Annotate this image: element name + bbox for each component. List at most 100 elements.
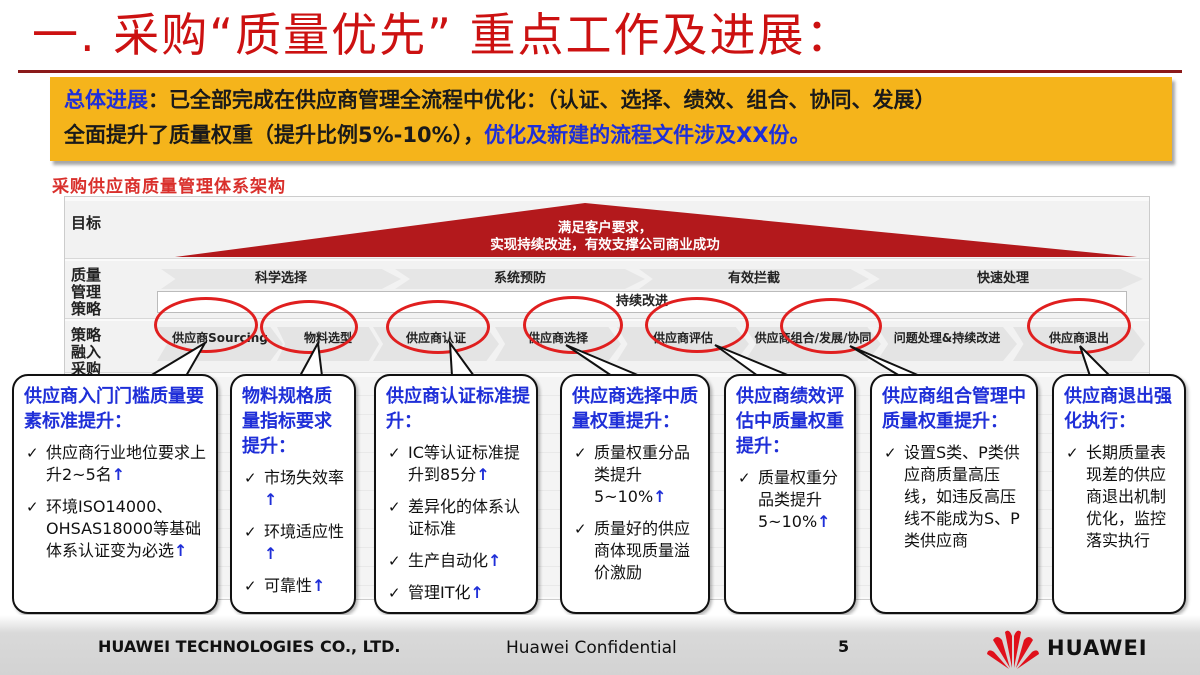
callout-certification: 供应商认证标准提升： ✓IC等认证标准提升到85分↑ ✓差异化的体系认证标准 ✓…	[374, 374, 538, 614]
highlight-ellipse-portfolio	[780, 298, 882, 354]
arrow-up-icon: ↑	[476, 465, 490, 484]
callout-heading: 供应商退出强化执行：	[1064, 386, 1172, 432]
callout-item: ✓ 设置S类、P类供应商质量高压线，如违反高压线不能成为S、P类供应商	[882, 442, 1030, 552]
check-icon: ✓	[26, 498, 39, 516]
process-row-label: 策略融入采购	[71, 326, 102, 378]
callout-evaluation: 供应商绩效评估中质量权重提升： ✓ 质量权重分品类提升5~10%↑	[724, 374, 856, 614]
check-icon: ✓	[26, 444, 39, 462]
process-issue-handling: 问题处理&持续改进	[877, 327, 1017, 361]
callout-item-text: 质量好的供应商体现质量溢价激励	[594, 519, 691, 582]
check-icon: ✓	[244, 469, 257, 487]
callout-item-text: 环境适应性	[264, 522, 345, 541]
progress-line2-text: 全面提升了质量权重（提升比例5%-10%），	[64, 123, 485, 147]
callout-item-text: 管理IT化	[408, 583, 471, 602]
footer-company: HUAWEI TECHNOLOGIES CO., LTD.	[98, 637, 401, 656]
page-number: 5	[838, 637, 850, 656]
page-title: 一. 采购“质量优先” 重点工作及进展：	[32, 8, 854, 62]
goal-text-line-2: 实现持续改进，有效支撑公司商业成功	[490, 237, 720, 253]
arrow-up-icon: ↑	[264, 544, 278, 563]
callout-item-text: 环境ISO14000、OHSAS18000等基础体系认证变为必选	[46, 497, 202, 560]
arrow-up-icon: ↑	[817, 512, 831, 531]
callout-item-text: IC等认证标准提升到85分	[408, 443, 520, 484]
highlight-ellipse-certification	[386, 300, 490, 354]
check-icon: ✓	[388, 584, 401, 602]
goal-row: 目标 满足客户要求， 实现持续改进，有效支撑公司商业成功	[65, 201, 1149, 259]
strategy-science-select: 科学选择	[161, 269, 401, 289]
strategy-fast-handle: 快速处理	[863, 269, 1143, 289]
goal-triangle	[175, 203, 1137, 257]
callout-item-text: 质量权重分品类提升5~10%	[758, 468, 839, 531]
goal-text-line-1: 满足客户要求，	[557, 220, 653, 236]
arrow-up-icon: ↑	[488, 551, 502, 570]
progress-line-1: 总体进展：已全部完成在供应商管理全流程中优化：（认证、选择、绩效、组合、协同、发…	[64, 83, 1172, 118]
highlight-ellipse-evaluation	[645, 297, 749, 353]
highlight-ellipse-sourcing	[154, 297, 258, 353]
progress-label: 总体进展	[64, 88, 148, 112]
arrow-up-icon: ↑	[470, 583, 484, 602]
check-icon: ✓	[388, 552, 401, 570]
callout-item: ✓ 供应商行业地位要求上升2~5名↑	[24, 442, 210, 486]
callout-heading: 供应商选择中质量权重提升：	[572, 386, 698, 432]
check-icon: ✓	[738, 469, 751, 487]
check-icon: ✓	[884, 444, 897, 462]
check-icon: ✓	[244, 523, 257, 541]
callout-item-text: 质量权重分品类提升5~10%	[594, 443, 691, 506]
callout-item: ✓ 长期质量表现差的供应商退出机制优化，监控落实执行	[1064, 442, 1178, 552]
arrow-up-icon: ↑	[653, 487, 667, 506]
callout-item: ✓ 生产自动化↑	[386, 550, 530, 572]
arrow-up-icon: ↑	[174, 541, 188, 560]
callout-item-text: 供应商行业地位要求上升2~5名	[46, 443, 207, 484]
callout-item: ✓ 环境适应性 ↑	[242, 521, 348, 565]
progress-line2-highlight: 优化及新建的流程文件涉及XX份。	[484, 123, 811, 147]
callout-material-spec: 物料规格质量指标要求提升： ✓市场失效率↑ ✓环境适应性↑ ✓可靠性↑	[230, 374, 356, 614]
callout-heading: 供应商认证标准提升：	[386, 386, 530, 432]
arrow-up-icon: ↑	[111, 465, 126, 484]
highlight-ellipse-exit	[1027, 298, 1131, 354]
goal-row-label: 目标	[71, 214, 102, 232]
footer-confidential: Huawei Confidential	[506, 638, 677, 658]
brand-name: HUAWEI	[1047, 636, 1148, 660]
strategy-effective-intercept: 有效拦截	[639, 269, 869, 289]
check-icon: ✓	[388, 444, 401, 462]
callout-item-text: 市场失效率	[264, 468, 345, 487]
callout-entry-threshold: 供应商入门门槛质量要素标准提升： ✓供应商行业地位要求上升2~5名↑ ✓环境IS…	[12, 374, 218, 614]
highlight-ellipse-selection	[523, 296, 623, 354]
callout-item: ✓ 差异化的体系认证标准	[386, 496, 530, 540]
callout-item: ✓ 质量权重分品类提升5~10%↑	[736, 467, 848, 533]
callout-item: ✓ IC等认证标准提升到85分↑	[386, 442, 530, 486]
huawei-logo-icon	[987, 630, 1039, 669]
callout-selection: 供应商选择中质量权重提升： ✓ 质量权重分品类提升5~10%↑ ✓ 质量好的供应商体…	[560, 374, 710, 614]
callout-heading: 物料规格质量指标要求提升：	[242, 386, 332, 457]
callout-item-text: 差异化的体系认证标准	[408, 497, 521, 538]
architecture-title: 采购供应商质量管理体系架构	[52, 177, 286, 197]
check-icon: ✓	[244, 577, 257, 595]
check-icon: ✓	[388, 498, 401, 516]
callout-portfolio: 供应商组合管理中质量权重提升： ✓ 设置S类、P类供应商质量高压线，如违反高压线不…	[870, 374, 1038, 614]
callout-item-text: 生产自动化	[408, 551, 489, 570]
progress-line1-text: ：已全部完成在供应商管理全流程中优化：（认证、选择、绩效、组合、协同、发展）	[148, 88, 936, 112]
highlight-ellipse-material	[260, 300, 358, 354]
callout-item: ✓ 市场失效率 ↑	[242, 467, 348, 511]
callout-item: ✓ 质量好的供应商体现质量溢价激励	[572, 518, 702, 584]
callout-item-text: 长期质量表现差的供应商退出机制优化，监控落实执行	[1086, 443, 1167, 550]
callout-item: ✓ 质量权重分品类提升5~10%↑	[572, 442, 702, 508]
arrow-up-icon: ↑	[312, 576, 326, 595]
progress-line-2: 全面提升了质量权重（提升比例5%-10%），优化及新建的流程文件涉及XX份。	[64, 118, 1172, 153]
callout-heading: 供应商入门门槛质量要素标准提升：	[24, 386, 204, 432]
check-icon: ✓	[574, 520, 587, 538]
check-icon: ✓	[1066, 444, 1079, 462]
strategy-system-prevent: 系统预防	[395, 269, 645, 289]
title-divider	[18, 70, 1182, 73]
callout-exit: 供应商退出强化执行： ✓ 长期质量表现差的供应商退出机制优化，监控落实执行	[1052, 374, 1186, 614]
callout-item-text: 设置S类、P类供应商质量高压线，如违反高压线不能成为S、P类供应商	[904, 443, 1020, 550]
strategy-row-label: 质量管理策略	[71, 266, 102, 318]
callout-item: ✓ 可靠性↑	[242, 575, 348, 597]
callout-item: ✓ 环境ISO14000、OHSAS18000等基础体系认证变为必选↑	[24, 496, 210, 562]
progress-summary-banner: 总体进展：已全部完成在供应商管理全流程中优化：（认证、选择、绩效、组合、协同、发…	[50, 77, 1172, 161]
check-icon: ✓	[574, 444, 587, 462]
callout-item-text: 可靠性	[264, 576, 313, 595]
arrow-up-icon: ↑	[264, 490, 278, 509]
callout-heading: 供应商组合管理中质量权重提升：	[882, 386, 1026, 432]
callout-heading: 供应商绩效评估中质量权重提升：	[736, 386, 844, 457]
callout-item: ✓ 管理IT化↑	[386, 582, 530, 604]
